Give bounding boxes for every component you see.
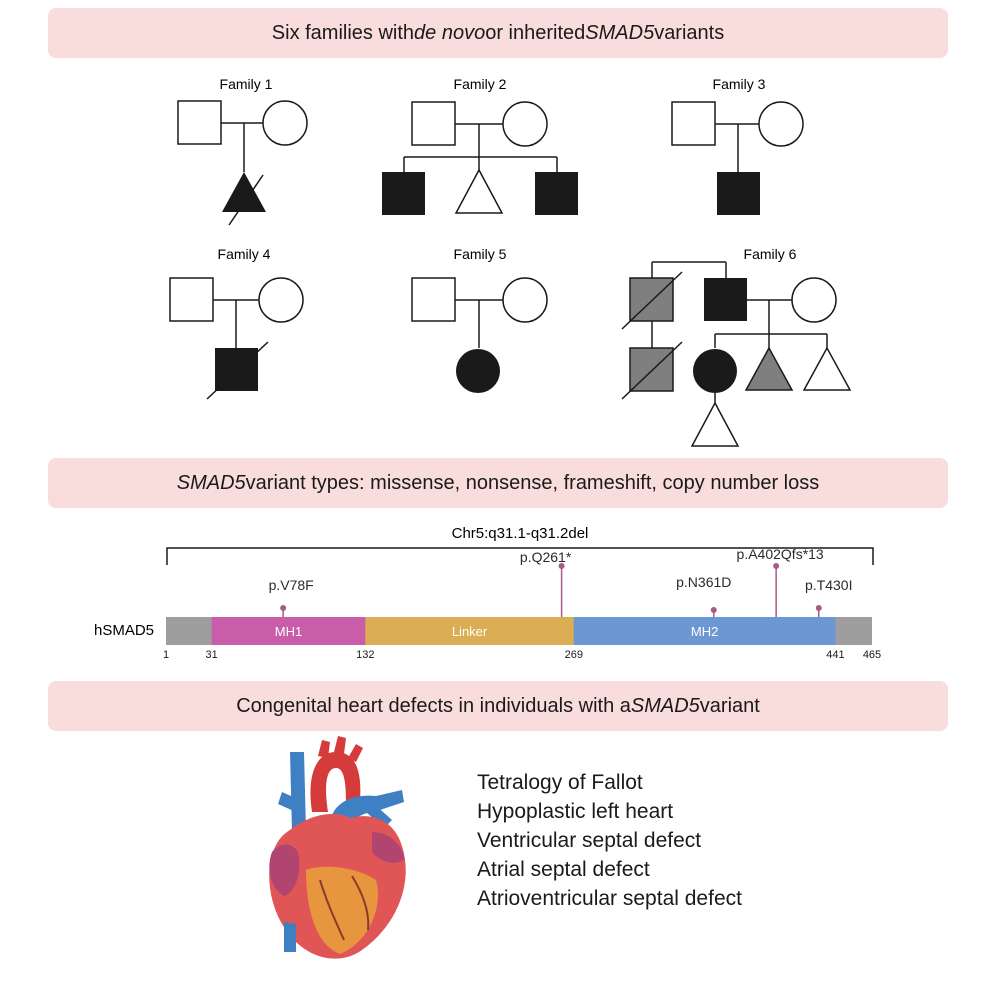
deletion-bracket <box>166 547 874 565</box>
variant-label: p.Q261* <box>520 549 572 565</box>
defects-list: Tetralogy of Fallot Hypoplastic left hea… <box>477 768 742 913</box>
family-5-pedigree <box>411 277 548 393</box>
defect-item: Tetralogy of Fallot <box>477 771 643 794</box>
families-banner-gene: SMAD5 <box>585 21 655 44</box>
f6-affected-father <box>704 278 747 321</box>
variant-head <box>280 605 287 611</box>
domain-label-linker: Linker <box>452 624 488 639</box>
f6-carrier-uncle <box>629 347 674 392</box>
f2-father <box>411 101 456 146</box>
variants-banner-gene: SMAD5 <box>176 471 246 494</box>
f6-carrier-pregnancy <box>744 346 794 391</box>
residue-tick-label: 31 <box>206 649 218 661</box>
residue-tick-label: 132 <box>356 649 374 661</box>
domain-mh2 <box>573 617 836 645</box>
gene-diagram: Chr5:q31.1-q31.2del hSMAD5 MH1 Linker MH2 1… <box>94 525 881 661</box>
f1-father <box>177 100 222 145</box>
f1-mother <box>262 100 308 146</box>
f2-pregnancy <box>454 168 504 214</box>
family-1-label: Family 1 <box>220 76 273 92</box>
f6-mother <box>791 277 837 323</box>
variant-label: p.T430I <box>805 577 852 593</box>
families-banner-denovo: de novo <box>414 21 486 44</box>
f4-father <box>169 277 214 322</box>
f3-mother <box>758 101 804 147</box>
domain-label-mh2: MH2 <box>691 624 718 639</box>
f2-mother <box>502 101 548 147</box>
f2-affected-son-2 <box>535 172 578 215</box>
residue-tick-label: 441 <box>826 649 844 661</box>
family-1-pedigree <box>177 100 308 226</box>
domain-linker <box>365 617 574 645</box>
variant-head <box>773 563 780 569</box>
variant-head <box>815 605 822 611</box>
deletion-label: Chr5:q31.1-q31.2del <box>452 525 589 542</box>
domain-mh1 <box>211 617 366 645</box>
chd-banner-pre: Congenital heart defects in individuals … <box>236 694 631 717</box>
variant-label: p.A402Qfs*13 <box>737 546 824 562</box>
families-banner-mid: or inherited <box>485 21 586 44</box>
f5-father <box>411 277 456 322</box>
chd-banner-gene: SMAD5 <box>630 694 700 717</box>
families-banner: Six families with de novo or inherited S… <box>48 8 948 58</box>
f3-father <box>671 101 716 146</box>
variants-banner-text: variant types: missense, nonsense, frame… <box>245 471 820 494</box>
families-banner-post: variants <box>654 21 725 44</box>
family-3-label: Family 3 <box>713 76 766 92</box>
f5-affected-daughter <box>456 349 500 393</box>
family-2-pedigree <box>382 101 578 215</box>
residue-tick-label: 1 <box>163 649 169 661</box>
defect-item: Atrial septal defect <box>477 858 650 881</box>
family-5-label: Family 5 <box>454 246 507 262</box>
chd-banner-post: variant <box>699 694 760 717</box>
family-6-pedigree <box>621 261 852 447</box>
chd-banner: Congenital heart defects in individuals … <box>48 681 948 731</box>
family-4-label: Family 4 <box>218 246 271 262</box>
defect-item: Ventricular septal defect <box>477 829 702 852</box>
family-4-pedigree <box>169 277 304 400</box>
f6-affected-daughter <box>693 349 737 393</box>
f3-affected-son <box>717 172 760 215</box>
f1-affected-pregnancy <box>222 172 266 212</box>
f6-pregnancy <box>802 346 852 391</box>
domain-label-mh1: MH1 <box>275 624 302 639</box>
variant-head <box>558 563 565 569</box>
defect-item: Hypoplastic left heart <box>477 800 674 823</box>
family-2-label: Family 2 <box>454 76 507 92</box>
f2-affected-son-1 <box>382 172 425 215</box>
f5-mother <box>502 277 548 323</box>
residue-tick-label: 269 <box>565 649 583 661</box>
variant-head <box>710 607 717 613</box>
f4-mother <box>258 277 304 323</box>
defect-item: Atrioventricular septal defect <box>477 887 742 910</box>
variant-label: p.V78F <box>269 577 314 593</box>
family-6-label: Family 6 <box>744 246 797 262</box>
families-banner-pre: Six families with <box>271 21 415 44</box>
variants-banner: SMAD5 variant types: missense, nonsense,… <box>48 458 948 508</box>
gene-name: hSMAD5 <box>94 622 154 639</box>
residue-tick-label: 465 <box>863 649 881 661</box>
family-3-pedigree <box>671 101 804 215</box>
variant-label: p.N361D <box>676 574 731 590</box>
gene-track: MH1 Linker MH2 1 31 132 269 441 465 p.V78F p.Q261*… <box>163 546 881 661</box>
f6-grandchild-pregnancy <box>690 401 740 447</box>
